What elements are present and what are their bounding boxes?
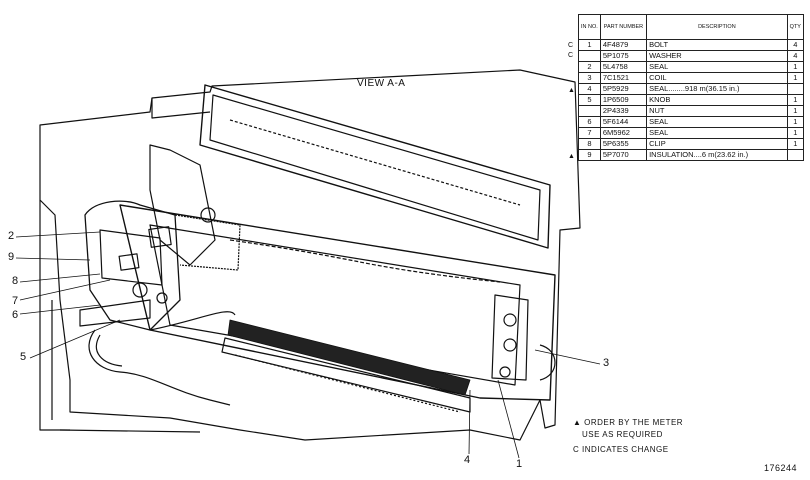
header-description: DESCRIPTION <box>646 14 788 40</box>
part-number: 6M5962 <box>599 127 648 139</box>
quantity <box>786 83 805 95</box>
description: BOLT <box>646 39 788 51</box>
valve-assembly <box>84 200 181 331</box>
part-number: 5F6144 <box>599 116 648 128</box>
item-no <box>578 50 601 62</box>
description: WASHER <box>646 50 788 62</box>
part-number: 5P1075 <box>599 50 648 62</box>
part-number: 5P5929 <box>599 83 648 95</box>
note-indicates-change: C INDICATES CHANGE <box>573 445 669 454</box>
quantity: 1 <box>786 138 805 150</box>
quantity: 4 <box>786 39 805 51</box>
rear-coil-panel <box>199 84 551 249</box>
view-title: VIEW A-A <box>357 78 406 89</box>
item-no: 7 <box>578 127 601 139</box>
quantity: 1 <box>786 116 805 128</box>
meter-flag: ▲ <box>568 87 575 94</box>
change-flag: C <box>568 42 574 49</box>
description: NUT <box>646 105 788 117</box>
callout-3: 3 <box>603 357 610 369</box>
part-number: 1P6509 <box>599 94 648 106</box>
part-number: 5P7070 <box>599 149 648 161</box>
callout-8: 8 <box>12 275 19 287</box>
callout-6: 6 <box>12 309 19 321</box>
description: KNOB <box>646 94 788 106</box>
description: INSULATION....6 m(23.62 in.) <box>646 149 788 161</box>
callout-9: 9 <box>8 251 15 263</box>
header-item-no: IN NO. <box>578 14 601 40</box>
part-number: 5P6355 <box>599 138 648 150</box>
item-no: 1 <box>578 39 601 51</box>
note-use-as-required: USE AS REQUIRED <box>582 430 663 439</box>
description: COIL <box>646 72 788 84</box>
quantity: 1 <box>786 72 805 84</box>
description: SEAL <box>646 127 788 139</box>
item-no: 4 <box>578 83 601 95</box>
quantity <box>786 149 805 161</box>
part-number: 5L4758 <box>599 61 648 73</box>
meter-flag: ▲ <box>568 153 575 160</box>
item-no <box>578 105 601 117</box>
note-order-by-meter: ▲ ORDER BY THE METER <box>573 418 684 427</box>
quantity: 1 <box>786 127 805 139</box>
quantity: 1 <box>786 94 805 106</box>
header-qty: QTY <box>786 14 805 40</box>
description: CLIP <box>646 138 788 150</box>
evaporator-coil <box>119 204 556 401</box>
item-no: 2 <box>578 61 601 73</box>
callout-1: 1 <box>516 458 523 470</box>
description: SEAL........918 m(36.15 in.) <box>646 83 788 95</box>
description: SEAL <box>646 61 788 73</box>
header-part-number: PART NUMBER <box>599 14 648 40</box>
item-no: 5 <box>578 94 601 106</box>
item-no: 9 <box>578 149 601 161</box>
callout-2: 2 <box>8 230 15 242</box>
quantity: 1 <box>786 61 805 73</box>
callout-7: 7 <box>12 295 19 307</box>
description: SEAL <box>646 116 788 128</box>
item-no: 3 <box>578 72 601 84</box>
part-number: 7C1521 <box>599 72 648 84</box>
table-header-row: IN NO. PART NUMBER DESCRIPTION QTY <box>578 14 805 40</box>
part-number: 2P4339 <box>599 105 648 117</box>
callout-4: 4 <box>464 454 471 466</box>
callout-5: 5 <box>20 351 27 363</box>
item-no: 8 <box>578 138 601 150</box>
quantity: 1 <box>786 105 805 117</box>
item-no: 6 <box>578 116 601 128</box>
insulation-strip <box>227 319 471 396</box>
part-number: 4F4879 <box>599 39 648 51</box>
quantity: 4 <box>786 50 805 62</box>
change-flag: C <box>568 52 574 59</box>
figure-number: 176244 <box>764 463 798 473</box>
